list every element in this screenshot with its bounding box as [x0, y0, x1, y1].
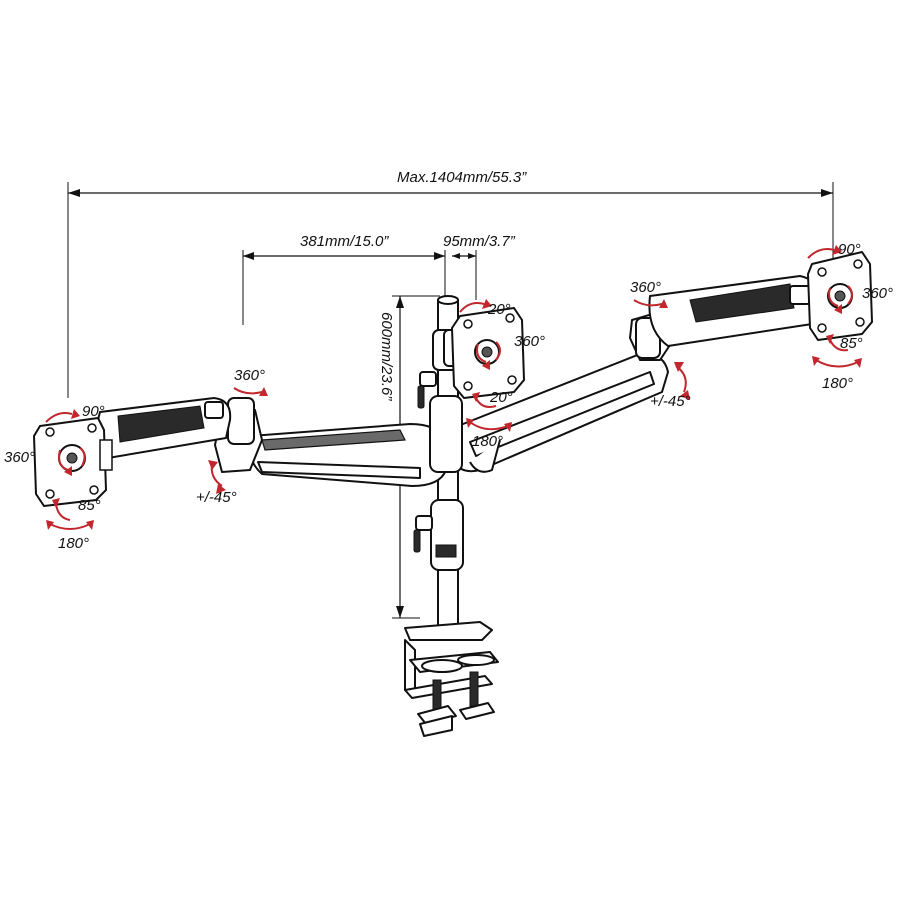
left-height-adjust-label: +/-45°	[196, 489, 237, 506]
pole-knob-lower	[413, 515, 433, 553]
right-monitor-labels: 90° 360° 85° 180° 360° +/-45°	[630, 241, 893, 410]
right-height-adjust-label: +/-45°	[650, 393, 691, 410]
left-tilt-up-label: 90°	[82, 403, 105, 420]
left-arm-swivel-label: 360°	[234, 367, 265, 384]
right-arm-swivel-label: 360°	[630, 279, 661, 296]
center-monitor-labels: 20° 360° 20° 180°	[472, 301, 545, 450]
left-monitor-labels: 90° 360° 85° 180° 360° +/-45°	[4, 367, 265, 552]
max-span-label: Max.1404mm/55.3”	[397, 169, 527, 186]
rotation-arrows	[45, 245, 862, 530]
pole-offset-label: 95mm/3.7”	[443, 233, 516, 250]
right-vesa-plate	[807, 251, 873, 341]
left-rotation-label: 360°	[4, 449, 35, 466]
left-vesa-plate	[33, 417, 113, 507]
center-swivel-label: 180°	[472, 433, 503, 450]
pole-height-label: 600mm/23.6”	[378, 312, 395, 401]
center-rotation-label: 360°	[514, 333, 545, 350]
right-rotation-label: 360°	[862, 285, 893, 302]
arm-reach-label: 381mm/15.0”	[300, 233, 389, 250]
pole-knob-upper	[417, 371, 437, 409]
center-vesa-plate	[451, 307, 525, 399]
dimension-pole-offset: 95mm/3.7”	[443, 233, 516, 300]
left-swivel-label: 180°	[58, 535, 89, 552]
dimension-arm-reach: 381mm/15.0”	[242, 233, 446, 325]
center-tilt-up-label: 20°	[487, 301, 511, 318]
dimension-max-span: Max.1404mm/55.3”	[67, 169, 834, 398]
right-tilt-down-label: 85°	[840, 335, 863, 352]
left-tilt-down-label: 85°	[78, 497, 101, 514]
right-swivel-label: 180°	[822, 375, 853, 392]
center-tilt-down-label: 20°	[489, 389, 513, 406]
dimension-pole-height: 600mm/23.6”	[378, 295, 440, 619]
right-tilt-up-label: 90°	[838, 241, 861, 258]
left-arm	[96, 397, 447, 487]
